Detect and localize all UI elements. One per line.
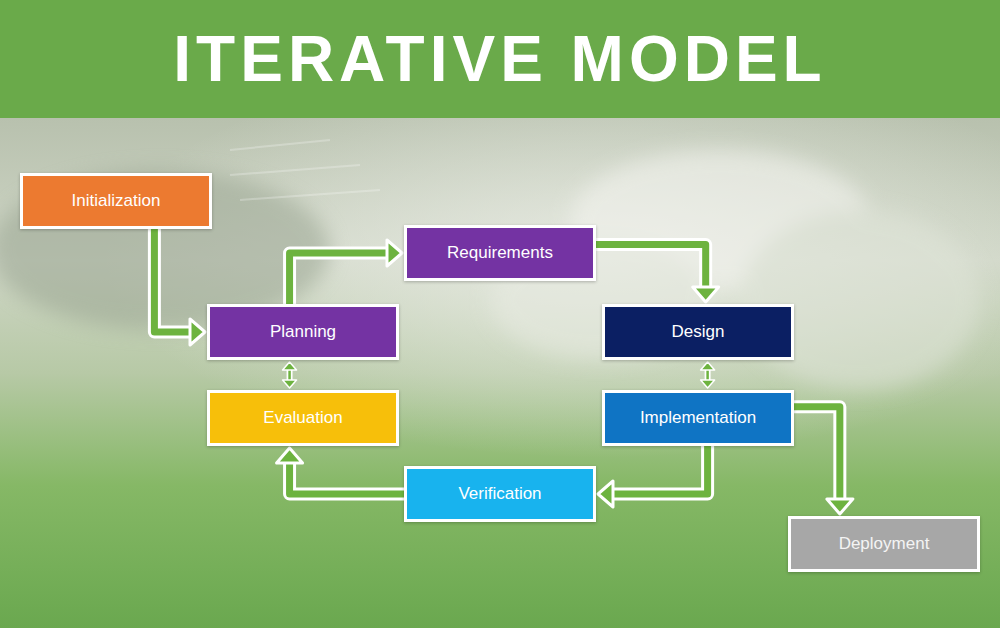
arrow-body — [794, 407, 840, 500]
hands-silhouette — [0, 150, 980, 390]
arrow-head — [387, 240, 402, 266]
box-label: Initialization — [72, 191, 161, 211]
flow-arrow — [277, 448, 404, 494]
arrow-outline — [705, 369, 711, 381]
flow-arrow — [154, 229, 205, 345]
arrow-head — [283, 380, 297, 388]
key-line — [230, 165, 360, 175]
key-line — [240, 190, 380, 200]
process-box: Planning — [207, 304, 399, 360]
process-box: Evaluation — [207, 390, 399, 446]
flow-arrow — [598, 446, 708, 507]
flow-arrow — [290, 240, 402, 304]
arrow-body — [290, 462, 404, 494]
flow-arrow — [283, 362, 297, 388]
key-line — [230, 140, 330, 150]
box-label: Requirements — [447, 243, 553, 263]
arrow-body — [596, 245, 706, 288]
arrow-head — [701, 380, 715, 388]
process-box: Verification — [404, 466, 596, 522]
arrow-head — [827, 499, 853, 514]
arrow-head — [701, 362, 715, 370]
arrow-outline — [794, 407, 840, 500]
arrow-body — [154, 229, 191, 332]
process-box: Design — [602, 304, 794, 360]
flow-arrow — [701, 362, 715, 388]
process-box: Requirements — [404, 225, 596, 281]
box-label: Evaluation — [263, 408, 342, 428]
flow-arrow — [596, 245, 719, 302]
arrow-outline — [612, 446, 708, 494]
arrow-outline — [287, 369, 293, 381]
box-label: Implementation — [640, 408, 756, 428]
arrow-body — [612, 446, 708, 494]
box-label: Design — [672, 322, 725, 342]
box-label: Deployment — [839, 534, 930, 554]
arrow-body — [288, 369, 291, 381]
end-box: Deployment — [788, 516, 980, 572]
arrow-head — [283, 362, 297, 370]
title-text: ITERATIVE MODEL — [173, 22, 826, 96]
box-label: Verification — [458, 484, 541, 504]
arrow-head — [693, 287, 719, 302]
keyboard-lines — [230, 140, 380, 200]
process-box: Implementation — [602, 390, 794, 446]
arrow-outline — [154, 229, 191, 332]
arrow-body — [290, 253, 388, 304]
title-bar: ITERATIVE MODEL — [0, 0, 1000, 118]
hand-shape — [740, 210, 980, 390]
photo-light — [0, 118, 1000, 518]
arrow-outline — [596, 245, 706, 288]
arrow-head — [277, 448, 303, 463]
photo-ground — [0, 118, 1000, 628]
start-box: Initialization — [20, 173, 212, 229]
arrow-outline — [290, 253, 388, 304]
arrow-head — [190, 319, 205, 345]
arrow-body — [706, 369, 709, 381]
box-label: Planning — [270, 322, 336, 342]
arrow-outline — [290, 462, 404, 494]
arrow-head — [598, 481, 613, 507]
flow-arrow — [794, 407, 853, 514]
